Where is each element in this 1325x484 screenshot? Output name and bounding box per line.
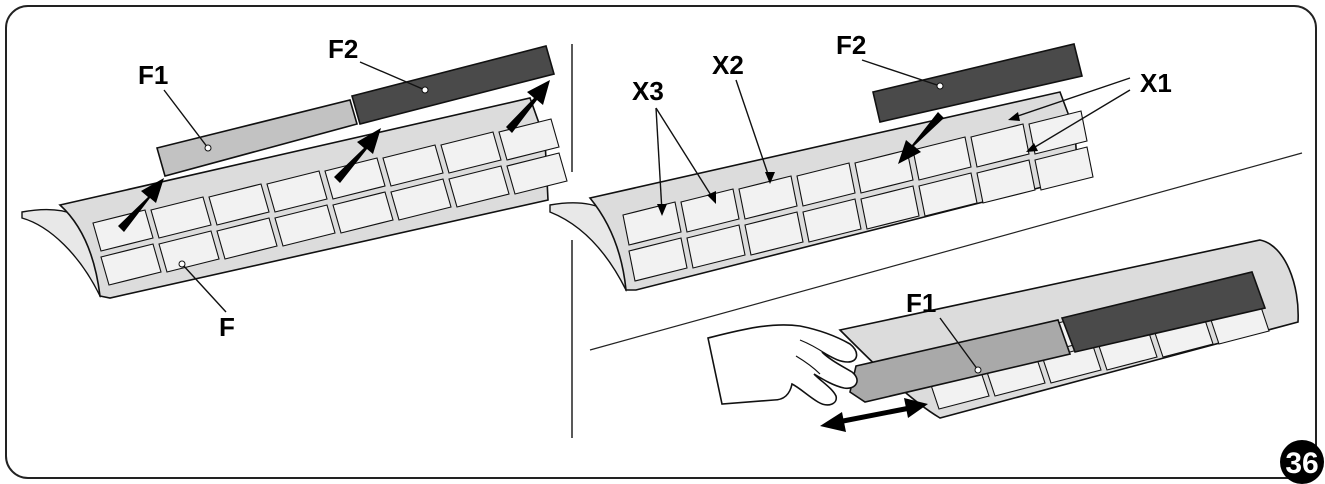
- left-filter-f1: [156, 99, 358, 177]
- right-filter-f2: [872, 43, 1083, 123]
- grille-cell: [382, 144, 444, 187]
- grille-cell: [686, 224, 746, 269]
- left-grille: [21, 97, 568, 299]
- left-f1-dot: [204, 144, 212, 152]
- grille-cell: [506, 152, 568, 195]
- right-x2-leader: [735, 79, 771, 181]
- left-arrow-3: [506, 80, 550, 133]
- grille-cell: [216, 217, 278, 260]
- label-x2: X2: [712, 50, 744, 80]
- label-f2-right: F2: [836, 30, 866, 60]
- hand-illustration: [707, 324, 858, 406]
- grille-cell: [208, 183, 270, 226]
- right-x3-leader-b: [655, 107, 715, 201]
- right-x2-arrowhead: [765, 172, 775, 184]
- grille-cell: [274, 204, 336, 247]
- grille-cell: [150, 196, 212, 239]
- grille-cell: [738, 175, 798, 220]
- bidirectional-arrow: [820, 398, 928, 432]
- left-f-leader: [181, 263, 227, 313]
- right-x1-leader-b: [1029, 89, 1131, 151]
- label-f2-left: F2: [328, 34, 358, 64]
- grille-cell: [332, 191, 394, 234]
- left-filter-f2: [351, 45, 555, 125]
- grille-cell: [622, 201, 682, 246]
- right-arrow-insert: [898, 112, 944, 164]
- left-f2-leader: [359, 61, 426, 91]
- grille-cell: [860, 185, 920, 230]
- grille-cell: [744, 211, 804, 256]
- label-x3: X3: [632, 76, 664, 106]
- grille-cell: [976, 159, 1036, 204]
- bottom-f1-dot: [974, 366, 982, 374]
- right-x3-arrowhead-b: [707, 191, 716, 204]
- grille-cell: [100, 243, 162, 286]
- left-f2-dot: [421, 86, 429, 94]
- grille-cell: [802, 198, 862, 243]
- grille-cell: [854, 149, 914, 194]
- diagonal-divider: [589, 152, 1303, 351]
- left-arrow-1: [118, 178, 164, 232]
- grille-cell: [918, 172, 978, 217]
- right-f2-dot: [936, 82, 944, 90]
- left-arrow-2: [334, 128, 381, 183]
- right-top-grille: [549, 91, 1094, 292]
- right-x1-arrowhead-a: [1008, 112, 1020, 121]
- figure-number: 36: [1285, 447, 1318, 480]
- grille-cell: [628, 237, 688, 282]
- right-f2-leader: [861, 59, 941, 87]
- label-f1-left: F1: [138, 60, 168, 90]
- grille-cell: [970, 123, 1030, 168]
- grille-cell: [158, 230, 220, 273]
- right-top-grille-cells: [622, 110, 1094, 282]
- right-x3-arrowhead-a: [657, 204, 667, 216]
- grille-cell: [324, 157, 386, 200]
- left-f-dot: [178, 260, 186, 268]
- grille-cell: [440, 131, 502, 174]
- left-f1-leader: [163, 89, 209, 149]
- grille-cell: [796, 162, 856, 207]
- label-f1-bottom: F1: [906, 288, 936, 318]
- grille-cell: [390, 178, 452, 221]
- bottom-f1-leader: [939, 317, 979, 371]
- grille-cell: [1034, 146, 1094, 191]
- bottom-filter-f2-installed: [1060, 271, 1267, 353]
- grille-cell: [448, 165, 510, 208]
- right-x1-leader-a: [1011, 77, 1131, 119]
- label-x1: X1: [1140, 68, 1172, 98]
- grille-cell: [912, 136, 972, 181]
- figure-number-badge: 36: [1280, 440, 1324, 484]
- right-x3-leader-a: [655, 107, 663, 213]
- grille-cell: [266, 170, 328, 213]
- right-x1-arrowhead-b: [1026, 143, 1038, 152]
- label-f-left: F: [219, 312, 235, 342]
- left-grille-cells: [92, 118, 568, 286]
